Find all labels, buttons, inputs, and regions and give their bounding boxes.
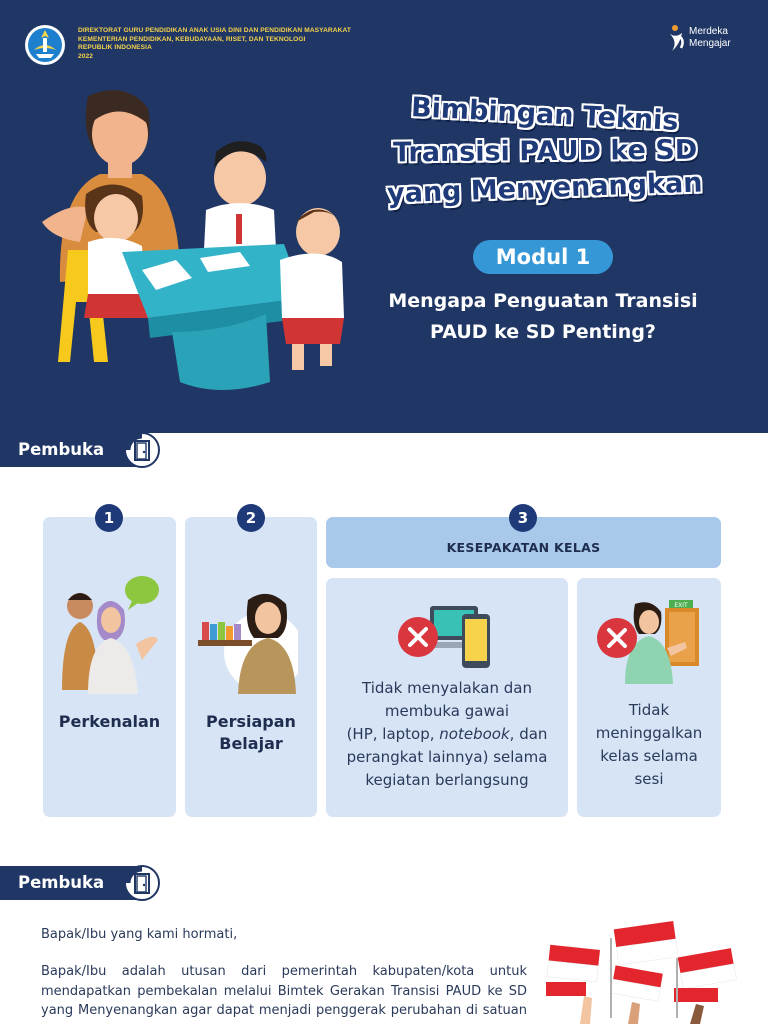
exit-sign-label: EXIT — [674, 602, 688, 609]
rule1-line-4: perangkat lainnya) selama — [346, 748, 548, 766]
org-line-2: KEMENTERIAN PENDIDIKAN, KEBUDAYAAN, RISE… — [78, 35, 306, 43]
merdeka-mengajar-mark-icon — [670, 25, 684, 51]
door-icon — [124, 432, 160, 468]
rule2-line-3: kelas selama — [600, 747, 698, 765]
section-tab-pembuka-2: Pembuka — [0, 866, 140, 900]
main-title: Bimbingan Teknis Transisi PAUD ke SD yan… — [360, 92, 730, 209]
rule1-line-3a: (HP, laptop, — [346, 725, 440, 743]
preparation-label-line-1: Persiapan — [206, 712, 296, 731]
brand-line-1: Merdeka — [689, 26, 728, 37]
letter-paragraph: Bapak/Ibu adalah utusan dari pemerintah … — [41, 964, 527, 1024]
rule1-notebook: notebook — [439, 725, 510, 743]
merdeka-mengajar-wordmark: Merdeka Mengajar — [689, 26, 731, 50]
merdeka-mengajar-logo: Merdeka Mengajar — [666, 24, 746, 54]
preparation-illustration — [198, 593, 298, 694]
org-line-1: DIREKTORAT GURU PENDIDIKAN ANAK USIA DIN… — [78, 27, 352, 34]
preparation-label-line-2: Belajar — [219, 734, 283, 753]
rule2-line-1: Tidak — [628, 701, 670, 719]
brand-line-2: Mengajar — [689, 38, 731, 49]
module-subtitle: Mengapa Penguatan Transisi PAUD ke SD Pe… — [360, 286, 726, 348]
rule1-line-5: kegiatan berlangsung — [365, 771, 529, 789]
rule2-line-4: sesi — [634, 770, 664, 788]
no-leaving-illustration: EXIT — [597, 600, 699, 684]
kemendikbud-logo-icon — [25, 25, 65, 65]
step-label-introduction: Perkenalan — [58, 712, 161, 731]
introduction-illustration — [62, 576, 159, 694]
teacher-children-table-illustration — [42, 90, 344, 390]
title-line-3: yang Menyenangkan — [386, 167, 704, 210]
step-number-2: 2 — [237, 504, 265, 532]
step-label-preparation: Persiapan Belajar — [185, 711, 317, 755]
organization-info: DIREKTORAT GURU PENDIDIKAN ANAK USIA DIN… — [78, 27, 351, 61]
cover-banner: DIREKTORAT GURU PENDIDIKAN ANAK USIA DIN… — [0, 0, 768, 433]
subtitle-line-2: PAUD ke SD Penting? — [430, 321, 656, 343]
class-agreement-title: KESEPAKATAN KELAS — [446, 540, 601, 555]
step-number-3: 3 — [509, 504, 537, 532]
rule1-line-3: (HP, laptop, notebook, dan — [328, 723, 566, 746]
org-line-3: REPUBLIK INDONESIA — [78, 44, 152, 51]
step-number-1: 1 — [95, 504, 123, 532]
rule1-line-3b: , dan — [509, 725, 548, 743]
rule1-line-2: membuka gawai — [384, 702, 510, 720]
rule1-line-1: Tidak menyalakan dan — [362, 679, 532, 697]
letter-greeting: Bapak/Ibu yang kami hormati, — [41, 927, 238, 942]
rule-text-devices: Tidak menyalakan dan membuka gawai (HP, … — [328, 677, 566, 792]
rule2-line-2: meninggalkan — [595, 724, 703, 742]
indonesian-flags-illustration — [546, 921, 737, 1024]
door-icon — [124, 865, 160, 901]
no-devices-illustration — [398, 606, 490, 668]
rule-text-leaving: Tidak meninggalkan kelas selama sesi — [577, 699, 721, 791]
org-year: 2022 — [78, 52, 94, 60]
section-tab-pembuka: Pembuka — [0, 433, 140, 467]
module-badge: Modul 1 — [473, 240, 613, 274]
subtitle-line-1: Mengapa Penguatan Transisi — [388, 290, 698, 312]
